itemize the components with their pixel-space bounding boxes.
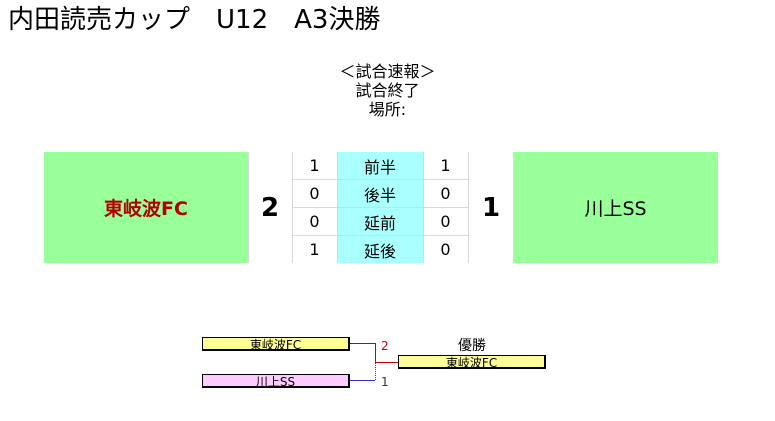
home-team-cell: 東岐波FC: [44, 152, 248, 263]
period-home-score: 0: [292, 208, 337, 235]
bracket-winner: 東岐波FC: [398, 355, 546, 370]
bracket-winner-line: [350, 343, 375, 344]
venue-label: 場所:: [368, 100, 407, 119]
home-total-score: 2: [248, 152, 292, 263]
period-home-score: 1: [292, 236, 337, 263]
period-row: 1 延後 0: [292, 236, 468, 263]
bracket-winner-line: [375, 343, 376, 362]
bracket-away-score: 1: [381, 375, 389, 389]
period-away-score: 0: [423, 180, 468, 207]
bracket-home-score: 2: [381, 339, 389, 353]
away-team-name: 川上SS: [584, 198, 647, 220]
cell-divider: [513, 152, 514, 263]
cell-divider: [248, 152, 249, 263]
away-team-cell: 川上SS: [513, 152, 718, 263]
period-label: 延前: [337, 208, 423, 235]
bracket-away-team: 川上SS: [202, 374, 350, 389]
report-label: ＜試合速報＞: [339, 62, 436, 81]
page-title: 内田読売カップ U12 A3決勝: [8, 5, 381, 35]
period-label: 延後: [337, 236, 423, 263]
row-divider: [292, 207, 469, 208]
period-row: 0 延前 0: [292, 208, 468, 235]
row-divider: [292, 235, 469, 236]
match-status: 試合終了: [355, 81, 420, 100]
period-away-score: 1: [423, 152, 468, 179]
period-label: 後半: [337, 180, 423, 207]
home-team-name: 東岐波FC: [104, 198, 188, 220]
period-home-score: 1: [292, 152, 337, 179]
period-away-score: 0: [423, 236, 468, 263]
bracket-loser-line: [350, 380, 375, 381]
winner-label: 優勝: [458, 338, 486, 354]
period-away-score: 0: [423, 208, 468, 235]
score-table: 東岐波FC 2 1 前半 1 0 後半 0 0 延前 0 1 延後 0 1 川上…: [44, 152, 718, 263]
period-label: 前半: [337, 152, 423, 179]
bracket-home-team: 東岐波FC: [202, 337, 350, 352]
row-divider: [292, 179, 469, 180]
period-row: 1 前半 1: [292, 152, 468, 179]
period-home-score: 0: [292, 180, 337, 207]
bracket-winner-line: [375, 362, 398, 363]
bracket-loser-line: [375, 363, 376, 380]
away-total-score: 1: [469, 152, 513, 263]
period-row: 0 後半 0: [292, 180, 468, 207]
